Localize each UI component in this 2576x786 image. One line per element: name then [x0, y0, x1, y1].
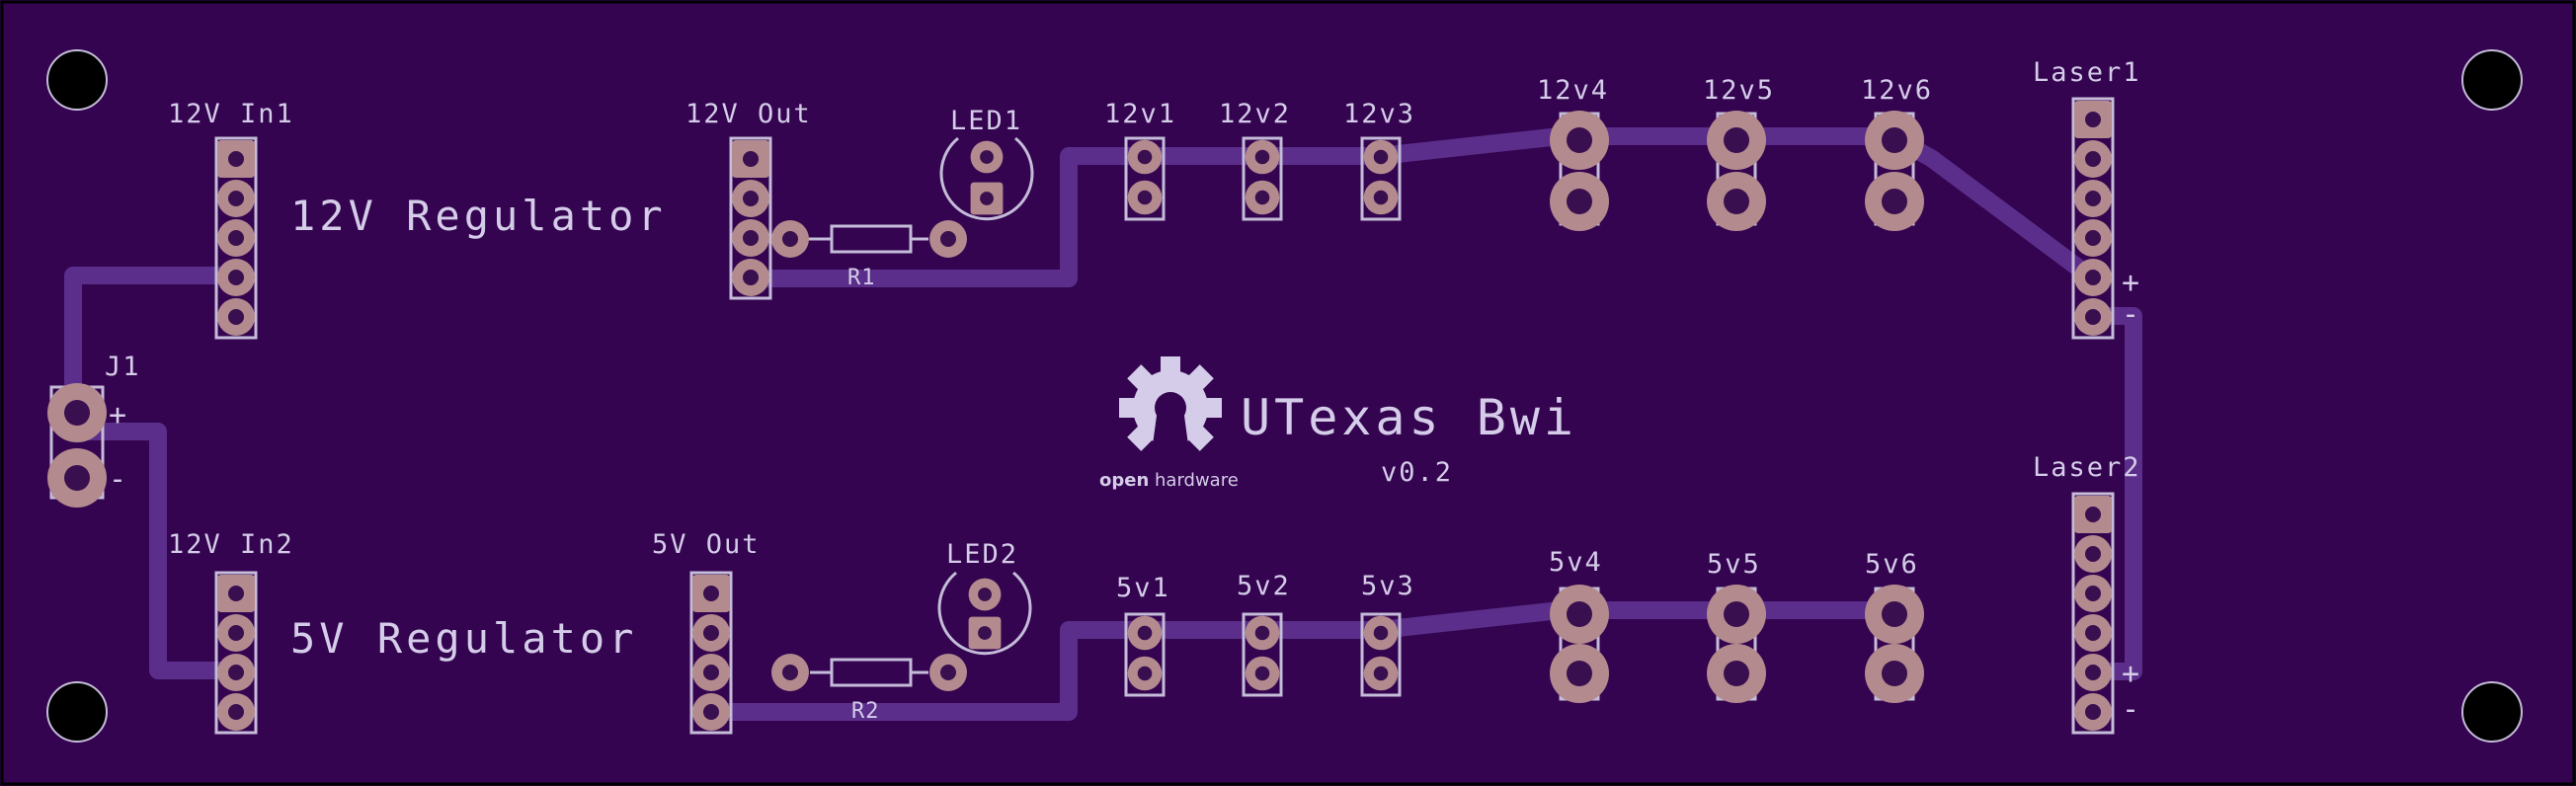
laser2-plus-sign: +	[2122, 657, 2139, 691]
output-12v1-label: 12v1	[1104, 99, 1176, 129]
output-12v5-label: 12v5	[1703, 75, 1775, 106]
regulator-12v-label: 12V Regulator	[290, 192, 667, 240]
regulator-5v-label: 5V Regulator	[290, 614, 637, 663]
header-12v-in2-label: 12V In2	[168, 529, 294, 560]
connector-j1: J1 + -	[47, 352, 141, 508]
output-5v2-label: 5v2	[1237, 571, 1291, 601]
laser1-plus-sign: +	[2122, 266, 2139, 300]
led-2: LED2	[937, 539, 1032, 656]
output-12v6-label: 12v6	[1861, 75, 1933, 106]
output-12v4-label: 12v4	[1537, 75, 1609, 106]
resistor-r2: R2	[771, 654, 967, 724]
mounting-hole-tl	[46, 49, 108, 111]
j1-label: J1	[105, 352, 141, 382]
output-5v4-label: 5v4	[1549, 547, 1603, 578]
header-12v-in1: 12V In1	[168, 99, 294, 340]
header-laser2: Laser2 + -	[2033, 452, 2141, 735]
header-12v-out-outline	[729, 136, 772, 300]
oshw-bold-text: open	[1099, 470, 1149, 491]
outputs-5v: 5v1 5v2 5v3 5v4 5v5 5v6	[1116, 547, 1924, 703]
header-12v-out-label: 12V Out	[685, 99, 812, 129]
led-1: LED1	[939, 106, 1034, 221]
mounting-hole-br	[2461, 681, 2523, 743]
output-12v3-label: 12v3	[1343, 99, 1415, 129]
outputs-12v: 12v1 12v2 12v3 12v4 12v5 12v6	[1104, 75, 1933, 231]
mounting-hole-tr	[2461, 49, 2523, 111]
j1-pad-minus	[47, 448, 107, 508]
resistor-r1-label: R1	[847, 266, 876, 290]
laser1-minus-sign: -	[2122, 297, 2139, 332]
resistor-r2-body	[830, 658, 913, 687]
header-12v-in1-outline	[214, 136, 258, 340]
oshw-text: open hardware	[1099, 470, 1239, 491]
laser2-label: Laser2	[2033, 452, 2141, 483]
mounting-hole-bl	[46, 681, 108, 743]
oshw-logo: open hardware	[1099, 356, 1239, 491]
header-12v-in2-outline	[214, 571, 258, 735]
output-5v3-label: 5v3	[1361, 571, 1415, 601]
led-2-label: LED2	[946, 539, 1018, 570]
header-laser1: Laser1 + -	[2033, 57, 2141, 340]
gear-icon	[1119, 356, 1222, 459]
laser1-label: Laser1	[2033, 57, 2141, 88]
header-12v-in1-label: 12V In1	[168, 99, 294, 129]
header-5v-out-outline	[689, 571, 733, 735]
j1-pad-plus	[47, 383, 107, 442]
laser2-minus-sign: -	[2122, 692, 2139, 727]
header-12v-out: 12V Out	[685, 99, 812, 300]
laser2-outline	[2071, 492, 2115, 735]
header-12v-in2: 12V In2	[168, 529, 294, 735]
resistor-r1: R1	[771, 220, 967, 290]
header-5v-out: 5V Out	[652, 529, 761, 735]
board-version: v0.2	[1381, 457, 1453, 488]
output-5v5-label: 5v5	[1707, 549, 1761, 580]
resistor-r2-label: R2	[851, 699, 880, 724]
output-5v1-label: 5v1	[1116, 573, 1170, 603]
j1-minus-sign: -	[109, 462, 126, 497]
board-title: UTexas Bwi	[1241, 389, 1577, 446]
j1-plus-sign: +	[109, 398, 126, 432]
output-12v2-label: 12v2	[1219, 99, 1291, 129]
resistor-r1-body	[830, 224, 913, 254]
output-5v6-label: 5v6	[1865, 549, 1919, 580]
led-1-label: LED1	[950, 106, 1022, 136]
header-5v-out-label: 5V Out	[652, 529, 761, 560]
oshw-text-hardware: hardware	[1155, 470, 1239, 491]
laser1-outline	[2071, 97, 2115, 340]
